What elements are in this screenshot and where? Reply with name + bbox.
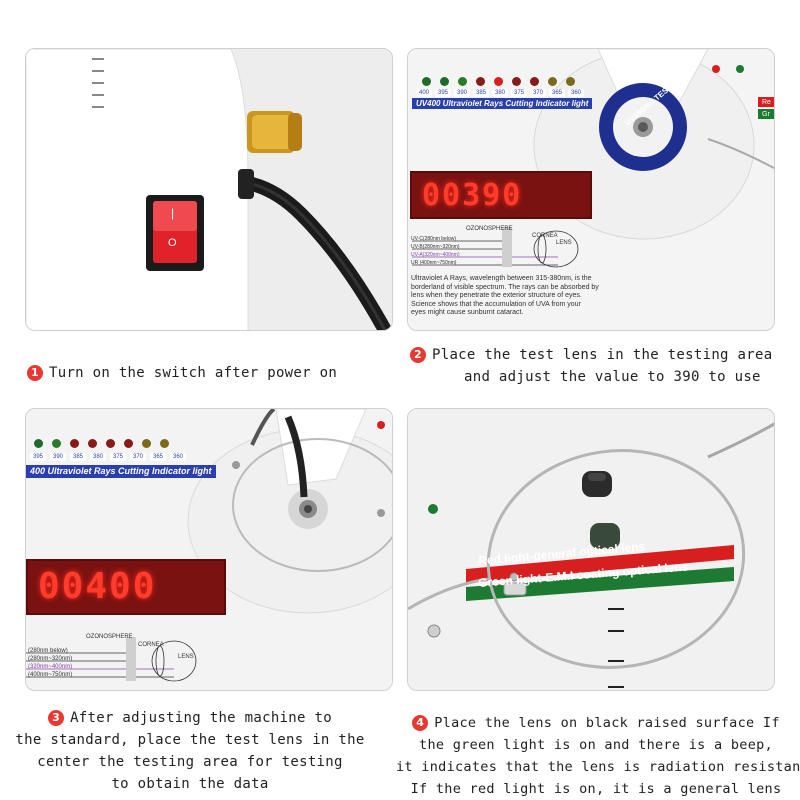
led-value: 00400 (38, 566, 157, 607)
indicator-dot (88, 439, 97, 448)
caption-text: Turn on the switch after power on (49, 365, 338, 381)
photo-testing-lens-400: 395 390 385 380 375 370 365 360 400 Ultr… (25, 408, 393, 691)
uv-number: 360 (568, 89, 584, 97)
uv-number: 360 (170, 453, 186, 461)
indicator-dot (440, 77, 449, 86)
uv-number: 390 (50, 453, 66, 461)
uv-indicator-title: 400 Ultraviolet Rays Cutting Indicator l… (26, 465, 216, 478)
photo-lens-on-sensor: Red light-general optical lens Green lig… (407, 408, 775, 691)
caption-text: it indicates that the lens is radiation … (396, 759, 800, 775)
ozonosphere-label: OZONOSPHERE (466, 226, 513, 232)
uva-description: Ultraviolet A Rays, wavelength between 3… (411, 275, 599, 318)
ray-line: UV-B(280nm~320nm) (411, 244, 460, 250)
led-display: 00400 (26, 559, 226, 615)
caption-step-4: 4 Place the lens on black raised surface … (396, 712, 800, 800)
switch-off-symbol: O (168, 237, 177, 249)
indicator-dot (34, 439, 43, 448)
ray-line: (280nm below) (28, 648, 68, 654)
led-value: 00390 (422, 178, 523, 213)
indicator-dot (70, 439, 79, 448)
testing-illustration (26, 409, 392, 690)
indicator-dot (124, 439, 133, 448)
uv-number: 385 (70, 453, 86, 461)
caption-text: the standard, place the test lens in the (15, 732, 365, 748)
step-number-badge: 3 (48, 710, 65, 726)
indicator-dot (458, 77, 467, 86)
indicator-dot (530, 77, 539, 86)
uv-number: 395 (435, 89, 451, 97)
step-number-badge: 2 (410, 347, 426, 363)
caption-text: Place the test lens in the testing area (432, 347, 773, 363)
desc-line: eyes might cause sunburnt cataract. (411, 309, 524, 316)
step-number-badge: 4 (412, 715, 429, 731)
ray-line: (400nm~750nm) (28, 672, 73, 678)
ray-line: UV-C(280nm below) (411, 236, 457, 242)
ray-line: (280nm~320nm) (28, 656, 73, 662)
caption-text: After adjusting the machine to (70, 710, 332, 726)
led-display: 00390 (410, 171, 592, 219)
uv-number: 395 (30, 453, 46, 461)
uv-number: 390 (454, 89, 470, 97)
caption-text: and adjust the value to 390 to use (464, 369, 761, 385)
uv-wavelength-labels: 400 395 390 385 380 375 370 365 360 (416, 89, 584, 97)
desc-line: Ultraviolet A Rays, wavelength between 3… (411, 275, 592, 282)
indicator-dot (422, 77, 431, 86)
uv-number: 370 (530, 89, 546, 97)
caption-text: center the testing area for testing (37, 754, 343, 770)
ray-list: UV-C(280nm below) UV-B(280nm~320nm) UV-A… (411, 235, 460, 267)
indicator-dot (160, 439, 169, 448)
cornea-label: CORNEA (138, 642, 164, 648)
lens-label: LENS (178, 654, 194, 660)
device-side-illustration (26, 49, 392, 330)
switch-on-symbol: | (171, 206, 175, 220)
ray-line: UR (400nm~750nm) (411, 260, 457, 266)
caption-step-2: 2 Place the test lens in the testing area… (410, 344, 772, 388)
ray-line: UV-A(320nm~400nm) (411, 252, 460, 258)
lens-sensor-illustration (408, 409, 774, 690)
caption-step-1: 1 Turn on the switch after power on (27, 362, 337, 384)
caption-text: the green light is on and there is a bee… (419, 737, 773, 753)
uv-number: 370 (130, 453, 146, 461)
uv-indicator-title: UV400 Ultraviolet Rays Cutting Indicator… (412, 98, 593, 109)
indicator-dot (548, 77, 557, 86)
photo-power-switch: | O (25, 48, 393, 331)
uv-number: 365 (150, 453, 166, 461)
uv-number: 365 (549, 89, 565, 97)
lens-label: LENS (556, 240, 572, 246)
caption-text: Place the lens on black raised surface I… (434, 715, 780, 731)
desc-line: lens when they penetrate the exterior st… (411, 292, 582, 299)
caption-step-3: 3 After adjusting the machine to the stan… (10, 707, 370, 795)
green-corner-label: Gr (762, 111, 770, 118)
photo-test-area-390: 400 395 390 385 380 375 370 365 360 UV40… (407, 48, 775, 331)
indicator-dots (422, 77, 575, 86)
uv-number: 380 (90, 453, 106, 461)
caption-text: If the red light is on, it is a general … (410, 781, 782, 797)
cornea-label: CORNEA (532, 233, 558, 239)
indicator-dot (512, 77, 521, 86)
indicator-dot (494, 77, 503, 86)
indicator-dot (52, 439, 61, 448)
uv-number: 375 (511, 89, 527, 97)
desc-line: borderland of visible spectrum. The rays… (411, 283, 599, 291)
indicator-dot (476, 77, 485, 86)
red-corner-label: Re (762, 99, 771, 106)
caption-text: to obtain the data (111, 776, 269, 792)
indicator-dot (566, 77, 575, 86)
uv-number: 385 (473, 89, 489, 97)
desc-line: Science shows that the accumulation of U… (411, 300, 581, 308)
uv-wavelength-labels: 395 390 385 380 375 370 365 360 (30, 453, 186, 461)
indicator-dot (106, 439, 115, 448)
ozonosphere-label: OZONOSPHERE (86, 634, 133, 640)
uv-number: 400 (416, 89, 432, 97)
step-number-badge: 1 (27, 365, 43, 381)
indicator-dot (142, 439, 151, 448)
indicator-dots (34, 439, 169, 448)
ray-list: (280nm below) (280nm~320nm) (320nm~400nm… (28, 647, 72, 679)
ray-line: (320nm~400nm) (28, 664, 73, 670)
uv-number: 380 (492, 89, 508, 97)
uv-number: 375 (110, 453, 126, 461)
